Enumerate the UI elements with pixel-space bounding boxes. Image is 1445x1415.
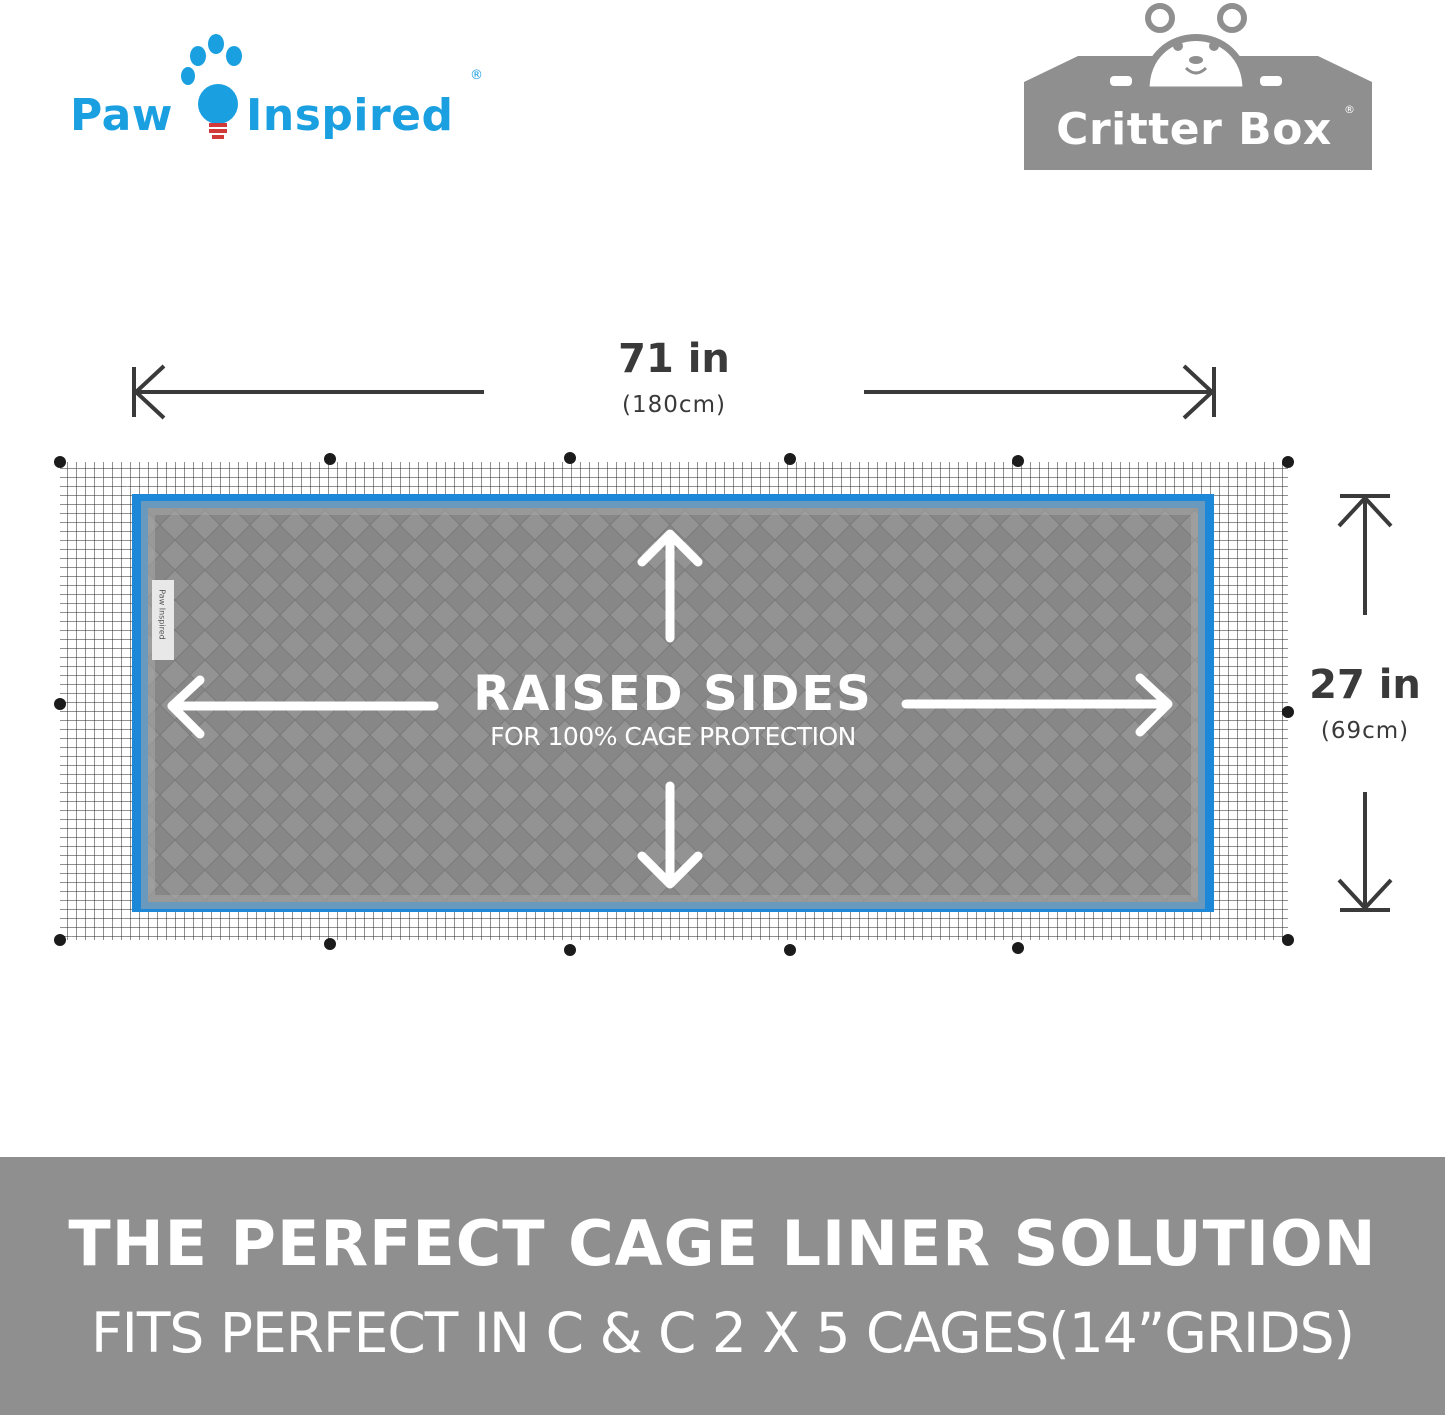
side-label-tag: Paw Inspired — [152, 580, 174, 660]
width-arrow — [1337, 494, 1393, 912]
paw-inspired-logo: Paw Inspired ® — [66, 28, 506, 148]
width-value: 27 in — [1309, 662, 1421, 708]
feature-subtitle: FOR 100% CAGE PROTECTION — [490, 722, 856, 751]
critter-box-logo: Critter Box ® — [1018, 0, 1378, 175]
paw-bulb-icon — [181, 34, 242, 139]
critter-box-graphic — [1024, 3, 1372, 170]
length-value: 71 in — [618, 336, 730, 382]
banner-subline: FITS PERFECT IN C & C 2 X 5 CAGES(14”GRI… — [90, 1301, 1355, 1365]
length-arrow — [132, 364, 1216, 420]
cage-panel-right — [1190, 462, 1288, 940]
critter-box-title: Critter Box — [1056, 104, 1332, 155]
bottom-banner: THE PERFECT CAGE LINER SOLUTION FITS PER… — [0, 1157, 1445, 1415]
side-label-text: Paw Inspired — [157, 589, 167, 640]
length-metric: (180cm) — [622, 392, 726, 418]
banner-headline: THE PERFECT CAGE LINER SOLUTION — [68, 1207, 1377, 1280]
cage-liner-illustration — [54, 452, 1294, 956]
raised-sides-arrows — [167, 529, 1173, 889]
width-metric: (69cm) — [1320, 718, 1410, 744]
logo-text-right: Inspired — [246, 90, 454, 141]
cage-connectors — [54, 452, 1294, 956]
dimension-arrows — [132, 364, 1393, 912]
feature-title: RAISED SIDES — [473, 666, 873, 722]
logo-text-left: Paw — [70, 90, 173, 141]
registered-mark: ® — [1344, 103, 1355, 116]
cage-panel-top — [60, 462, 1288, 498]
registered-mark: ® — [470, 68, 483, 83]
cage-panel-bottom — [60, 906, 1288, 940]
